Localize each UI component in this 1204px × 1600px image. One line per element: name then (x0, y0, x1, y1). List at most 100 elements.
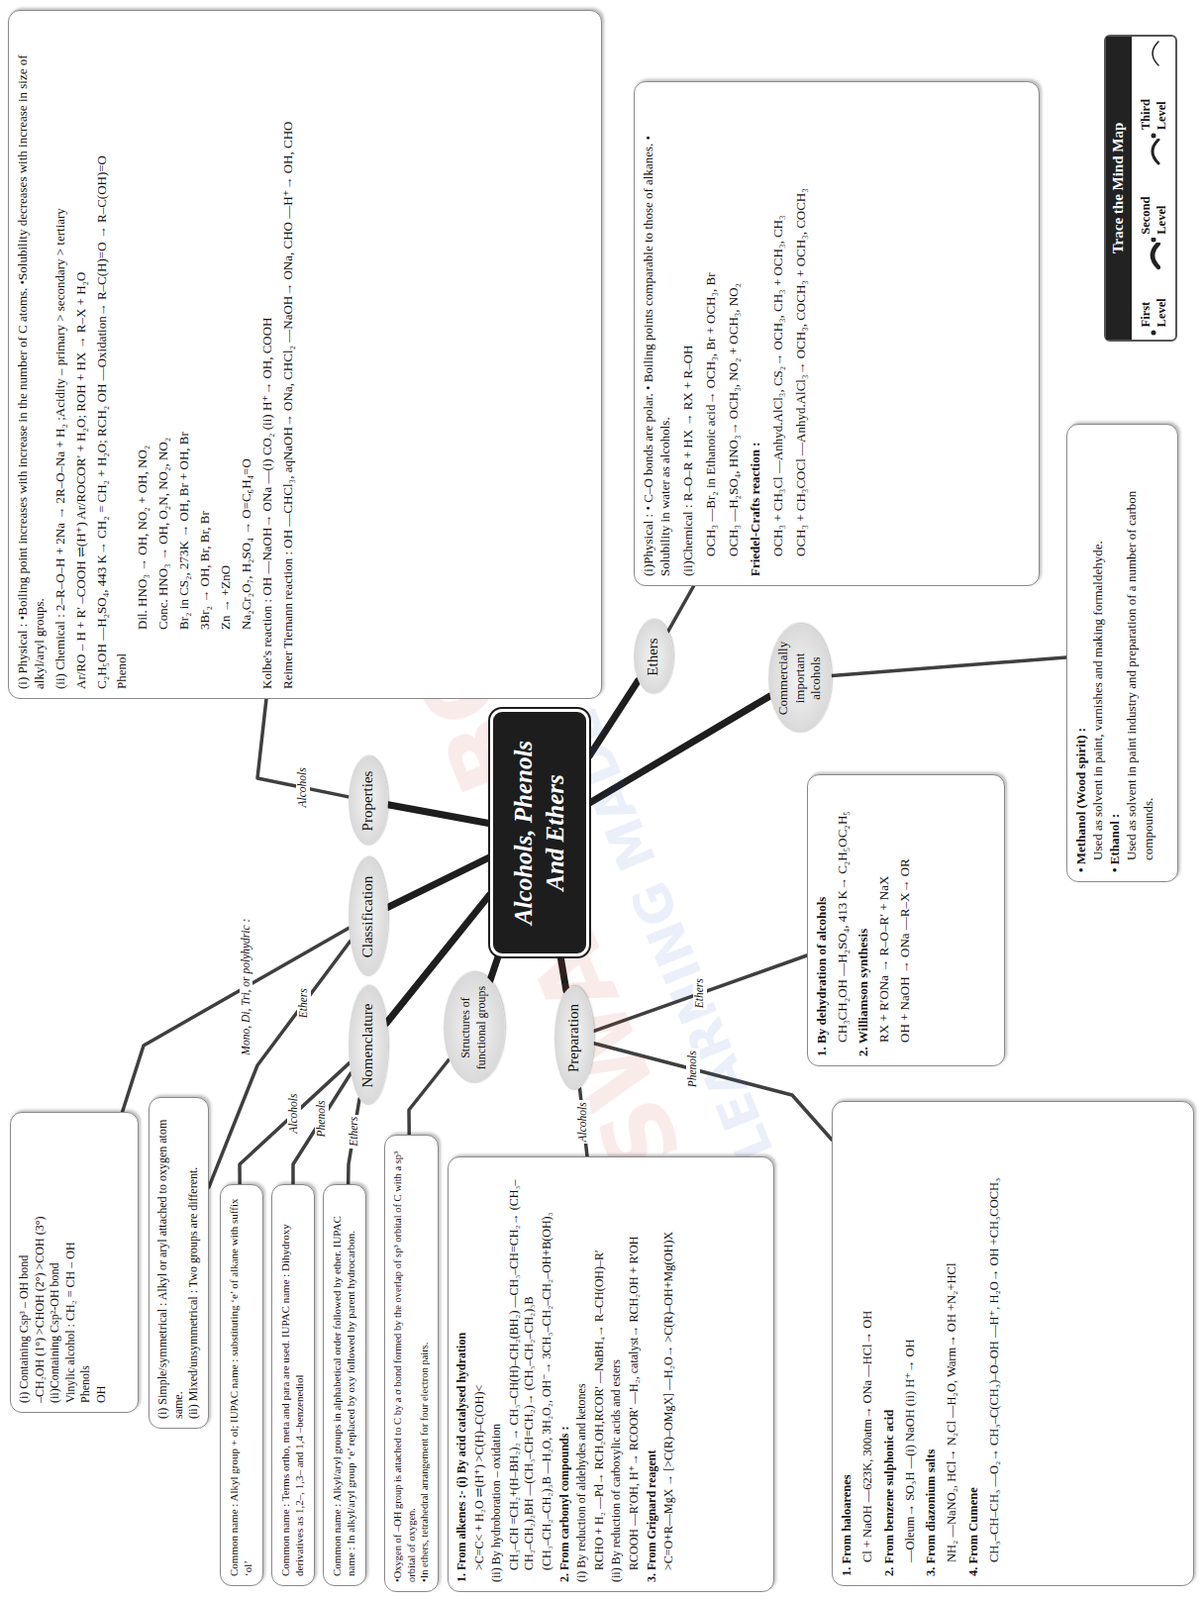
legend-row: First Level Second Level Third Level (1131, 36, 1177, 340)
note-box: Common name : Alkyl/aryl groups in alpha… (322, 1184, 367, 1587)
content-box: 1. From haloarenesCl + NaOH —623K, 300at… (831, 1101, 1195, 1587)
content-box: (i) Physical : •Boiling point increases … (7, 9, 602, 700)
note-box: Common name : Terms ortho, meta and para… (271, 1184, 315, 1587)
node-text: 3Br₂ → OH, Br, Br, Br (197, 19, 214, 630)
legend-item: Third Level (1137, 40, 1171, 139)
node-text: OH (94, 1121, 110, 1404)
node-text: (ii) Mixed/unsymmetrical : Two groups ar… (186, 1106, 202, 1419)
legend-text: Second Level (1137, 169, 1171, 235)
node-text: Phenols (78, 1121, 95, 1404)
topic-ellipse: Ethers (633, 619, 674, 695)
node-text: 1. From haloarenes (838, 1110, 855, 1577)
note-box: Common name : Alkyl group + ol; IUPAC na… (219, 1184, 264, 1587)
node-text: OCH₃ —H₂SO₄, HNO₃→ OCH₃, NO₂ + OCH₃, NO₂ (725, 91, 743, 557)
node-text: Na₂Cr₂O₇, H₂SO₄ → O=C₆H₄=O (238, 19, 256, 630)
content-box: (i)Physical : • C–O bonds are polar. • B… (633, 81, 1040, 587)
node-text: RCHO + H₂ —Pd→ RCH₂OH,RCOR′ —NaBH₄→ R–CH… (592, 1166, 608, 1571)
node-text: OCH₃ + CH₃COCl —Anhyd.AlCl₃→ OCH₃, COCH₃… (793, 91, 810, 557)
branch-line (293, 1073, 351, 1185)
node-text: Br₂ in CS₂, 273K → OH, Br + OH, Br (176, 19, 194, 630)
node-text: Structures of functional groups (458, 984, 490, 1072)
branch-label: Ethers (347, 1114, 362, 1149)
content-box: 1. From alkenes :- (i) By acid catalysed… (447, 1156, 775, 1593)
branch-label: Alcohols (576, 1100, 591, 1144)
node-text: (i) Simple/symmetrical : Alkyl or aryl a… (155, 1106, 187, 1419)
legend-bullet (1150, 237, 1157, 244)
node-text: Friedel-Crafts reaction : (747, 91, 765, 577)
node-text: Common name : Terms ortho, meta and para… (278, 1194, 307, 1577)
node-text: –CH₂OH (1°) >CHOH (2°) >COH (3°) (32, 1121, 49, 1404)
node-text: 2. From carbonyl compounds : (557, 1166, 574, 1583)
legend-text: Third Level (1137, 71, 1171, 130)
note-box: •Oxygen of –OH group is attached to C by… (384, 1134, 439, 1593)
legend-sample (1146, 138, 1161, 167)
branch-line (831, 657, 1067, 677)
node-text: Conc. HNO₃ → OH, O₂N, NO₂, NO₂ (155, 19, 173, 630)
node-text: Preparation (564, 1003, 585, 1073)
content-box: • Methanol (Wood spirit) :Used as solven… (1066, 423, 1179, 883)
node-text: C₂H₅OH —H₂SO₄, 443 K→ CH₂ = CH₂ + H₂O; R… (94, 19, 111, 690)
node-text: —Oleum→ SO₃H —(i) NaOH (ii) H⁺→ OH (902, 1110, 918, 1563)
node-text: (CH₃–CH₂–CH₂)₃B —H₂O, 3H₂O₂, OH⁻→ 3CH₃–C… (539, 1166, 556, 1571)
node-text: (ii) Chemical : 2–R–O–H + 2Na → 2R–O–Na … (52, 19, 70, 690)
legend-text: First Level (1137, 273, 1171, 327)
legend-sample (1146, 242, 1161, 271)
node-text: 3. From diazonium salts (922, 1110, 939, 1577)
node-text: •In ethers, tetrahedral arrangement for … (417, 1144, 432, 1583)
node-text: Used as solvent in paint industry and pr… (1123, 433, 1158, 861)
node-text: Ethers (643, 637, 664, 676)
node-text: CH₃–CH =CH₂+(H–BH₂)₂ → CH₃–CH(H)–CH₂(BH₂… (506, 1166, 538, 1571)
node-text: 2. From benzene sulphonic acid (881, 1110, 898, 1577)
node-text: OH + NaOH → ONa —R–X→ OR (897, 784, 914, 1043)
node-text: Cl + NaOH —623K, 300atm→ ONa —HCl→ OH (859, 1110, 876, 1563)
node-text: • Methanol (Wood spirit) : (1073, 433, 1091, 873)
legend-bullet (1150, 132, 1157, 139)
node-text: (ii)Containing Csp²-OH bond (47, 1121, 64, 1404)
node-text: RCOOH —R′OH, H⁺→ RCOOR′ —H₂, catalyst→ R… (626, 1166, 643, 1571)
topic-ellipse: Structures of functional groups (443, 972, 505, 1084)
node-text: (i) Containing Csp³ – OH bond (16, 1121, 33, 1404)
node-text: Commercially important alcohols (775, 635, 826, 721)
node-text: (i) By reduction of aldehydes and ketone… (574, 1166, 591, 1583)
node-text: Zn → +ZnO (217, 19, 235, 630)
node-text: CH₃CH₂OH —H₂SO₄, 413 K→ C₂H₅OC₂H₅ (834, 784, 852, 1043)
branch-label: Ethers (693, 976, 707, 1010)
note-box: (i) Simple/symmetrical : Alkyl or aryl a… (148, 1097, 209, 1429)
node-text: Common name : Alkyl group + ol; IUPAC na… (226, 1194, 256, 1577)
central-topic: Alcohols, Phenols And Ethers (490, 708, 590, 957)
legend-item: Second Level (1137, 138, 1171, 243)
legend-bullet (1150, 329, 1157, 336)
node-text: Reimer Tiemann reaction : OH —CHCl₃, aqN… (280, 19, 298, 690)
branch-line (408, 1059, 450, 1135)
node-text: >C=O+R—MgX → [>C(R)–OMgX] —H₂O→ >C(R)–OH… (661, 1166, 678, 1571)
node-text: >C=C< + H₂O ⇌(H⁺) >C(H)–C(OH)< (472, 1166, 489, 1571)
note-box: (i) Containing Csp³ – OH bond–CH₂OH (1°)… (9, 1111, 139, 1413)
branch-label: Alcohols (296, 765, 310, 809)
node-text: 4. From Cumene (965, 1110, 982, 1577)
topic-ellipse: Properties (348, 756, 389, 846)
node-text: Used as solvent in paint, varnishes and … (1090, 433, 1107, 861)
branch-line (668, 586, 695, 632)
topic-ellipse: Preparation (554, 986, 595, 1091)
branch-label: Phenols (314, 1098, 329, 1139)
node-text: 1. By dehydration of alcohols (813, 784, 831, 1057)
node-text: Kolbe's reaction : OH —NaOH→ ONa —(i) CO… (259, 19, 277, 690)
node-text: (ii) By hydroboration – oxidation (489, 1166, 505, 1583)
node-text: RX + R′ONa → R–O–R′ + NaX (876, 784, 894, 1043)
legend-item: First Level (1137, 242, 1171, 336)
node-text: 2. Williamson synthesis (855, 784, 873, 1057)
node-text: Common name : Alkyl/aryl groups in alpha… (329, 1194, 359, 1577)
node-text: OCH₃ + CH₃Cl —Anhyd.AlCl₃, CS₂→ OCH₃, CH… (770, 91, 788, 557)
branch-label: Ethers (297, 986, 311, 1020)
branch-line (208, 940, 351, 1188)
branch-line (122, 927, 350, 1112)
topic-ellipse: Classification (348, 857, 389, 977)
legend-sample (1146, 40, 1161, 69)
node-text: • Ethanol : (1106, 433, 1124, 873)
node-text: Phenol (113, 19, 131, 690)
node-text: Dil. HNO₃ → OH, NO₂ + OH, NO₂ (134, 19, 152, 630)
branch-label: Alcohols (287, 1092, 301, 1136)
node-text: OCH₃ —Br₂ in Ethanoic acid→ OCH₃, Br + O… (702, 91, 720, 557)
node-text: (i) Physical : •Boiling point increases … (14, 19, 49, 690)
